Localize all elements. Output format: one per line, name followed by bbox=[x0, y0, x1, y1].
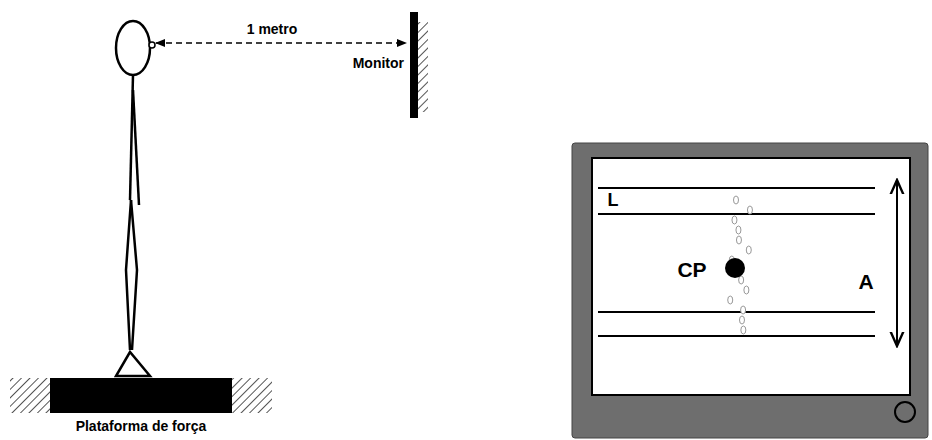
trail-mark bbox=[744, 286, 749, 294]
cp-label: CP bbox=[677, 258, 706, 281]
trail-mark bbox=[736, 226, 741, 234]
line-label: L bbox=[608, 191, 619, 211]
trail-mark bbox=[741, 306, 746, 314]
trail-mark bbox=[741, 326, 746, 334]
monitor-side bbox=[410, 12, 428, 118]
monitor-label: Monitor bbox=[353, 56, 404, 71]
trail-mark bbox=[746, 246, 751, 254]
trail-mark bbox=[736, 236, 741, 244]
trail-mark bbox=[747, 206, 752, 214]
power-button bbox=[895, 402, 915, 422]
trail-mark bbox=[739, 276, 744, 284]
trail-mark bbox=[732, 216, 737, 224]
trail-mark bbox=[728, 296, 733, 304]
distance-arrow bbox=[156, 42, 406, 44]
platform-label: Plataforma de força bbox=[76, 419, 207, 434]
amplitude-label: A bbox=[858, 270, 873, 293]
force-platform bbox=[10, 378, 272, 413]
distance-label: 1 metro bbox=[247, 22, 298, 37]
stick-figure bbox=[116, 21, 155, 376]
cp-dot bbox=[725, 258, 745, 278]
trail-mark bbox=[739, 316, 744, 324]
trail-mark bbox=[734, 196, 739, 204]
monitor-front bbox=[572, 143, 928, 438]
